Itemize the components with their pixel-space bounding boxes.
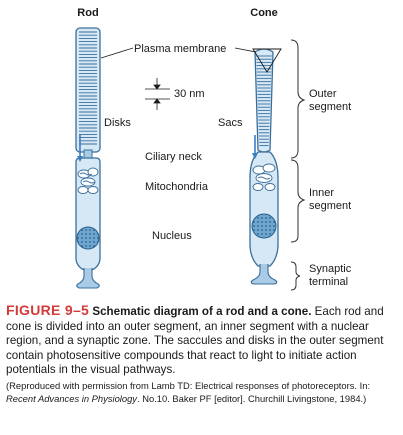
credit-pre: (Reproduced with permission from Lamb TD… bbox=[6, 379, 371, 391]
rod-cell bbox=[75, 27, 101, 289]
cone-mitochondria bbox=[252, 163, 276, 191]
photoreceptor-diagram: Rod Cone bbox=[75, 7, 352, 291]
label-sacs: Sacs bbox=[218, 117, 243, 129]
label-mitochondria: Mitochondria bbox=[145, 181, 209, 193]
rod-disks bbox=[79, 31, 97, 145]
cone-synaptic-terminal bbox=[250, 264, 278, 285]
label-30nm: 30 nm bbox=[174, 88, 205, 100]
scale-30nm bbox=[145, 78, 170, 110]
cone-membrane-marker bbox=[252, 48, 282, 73]
segment-brackets bbox=[290, 39, 306, 291]
label-inner-segment-2: segment bbox=[309, 200, 351, 212]
rod-synaptic-terminal bbox=[76, 268, 100, 289]
label-ciliary-neck: Ciliary neck bbox=[145, 151, 202, 163]
label-outer-segment-1: Outer bbox=[309, 88, 337, 100]
credit-post: . No.10. Baker PF [editor]. Churchill Li… bbox=[136, 392, 367, 404]
figure-body: Each rod and cone is divided into an out… bbox=[6, 305, 384, 377]
rod-mitochondria bbox=[77, 167, 99, 194]
label-disks: Disks bbox=[104, 117, 131, 129]
cone-heading: Cone bbox=[250, 7, 278, 19]
label-synaptic-2: terminal bbox=[309, 276, 348, 288]
label-outer-segment-2: segment bbox=[309, 101, 351, 113]
credit-book: Recent Advances in Physiology bbox=[6, 392, 137, 404]
label-synaptic-1: Synaptic bbox=[309, 263, 352, 275]
figure-number: FIGURE 9–5 bbox=[6, 302, 90, 318]
label-inner-segment-1: Inner bbox=[309, 187, 334, 199]
label-plasma-membrane: Plasma membrane bbox=[134, 43, 226, 55]
figure-caption: FIGURE 9–5 Schematic diagram of a rod an… bbox=[6, 303, 396, 405]
rod-heading: Rod bbox=[77, 7, 98, 19]
figure-title: Schematic diagram of a rod and a cone. bbox=[92, 305, 312, 318]
cone-cell bbox=[249, 48, 279, 285]
figure-credit: (Reproduced with permission from Lamb TD… bbox=[6, 379, 396, 405]
label-nucleus: Nucleus bbox=[152, 230, 192, 242]
cone-sacs bbox=[256, 55, 272, 147]
